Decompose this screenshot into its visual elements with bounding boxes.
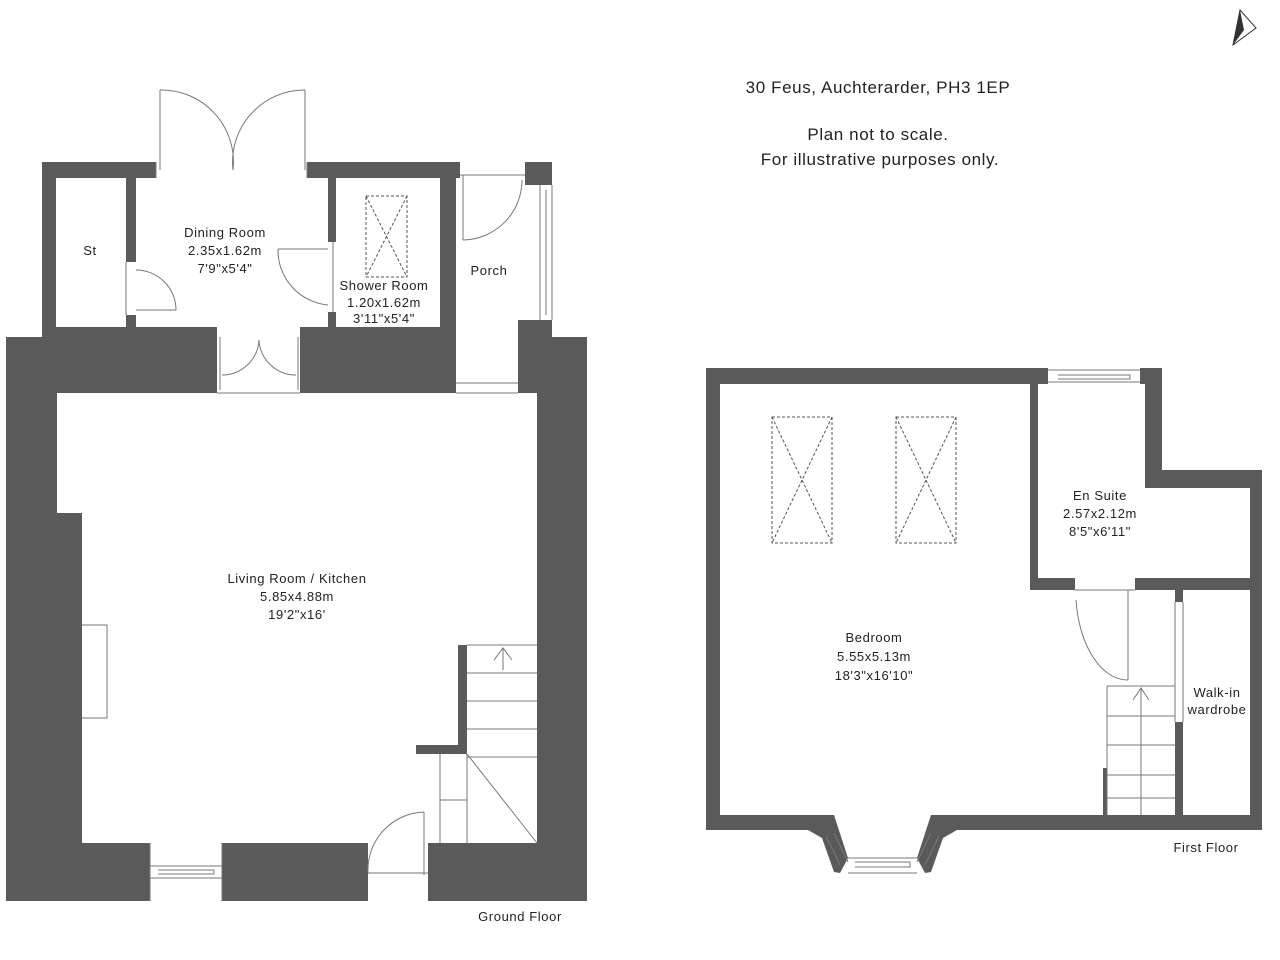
- first-floor-plan: Bedroom 5.55x5.13m 18'3"x16'10" En Suite…: [706, 368, 1262, 874]
- room-dim-shower-imperial: 3'11"x5'4": [353, 311, 415, 326]
- north-arrow-icon: [1232, 8, 1257, 47]
- ground-floor-plan: St Dining Room 2.35x1.62m 7'9"x5'4" Show…: [6, 89, 587, 924]
- room-dim-bedroom-metric: 5.55x5.13m: [837, 649, 911, 664]
- room-dim-ensuite-metric: 2.57x2.12m: [1063, 506, 1137, 521]
- room-label-ensuite: En Suite: [1073, 488, 1127, 503]
- room-dim-dining-imperial: 7'9"x5'4": [197, 261, 252, 276]
- room-label-st: St: [83, 243, 96, 258]
- room-label-porch: Porch: [471, 263, 508, 278]
- room-dim-living-imperial: 19'2"x16': [268, 607, 326, 622]
- floor-title-first: First Floor: [1173, 840, 1238, 855]
- room-label-living: Living Room / Kitchen: [227, 571, 366, 586]
- room-label-wardrobe: wardrobe: [1187, 702, 1247, 717]
- shower-tray: [365, 195, 408, 278]
- disclaimer-line-1: Plan not to scale.: [807, 125, 948, 144]
- room-label-dining: Dining Room: [184, 225, 266, 240]
- address: 30 Feus, Auchterarder, PH3 1EP: [746, 78, 1011, 97]
- floor-title-ground: Ground Floor: [478, 909, 562, 924]
- room-label-bedroom: Bedroom: [846, 630, 903, 645]
- skylight: [895, 416, 957, 544]
- room-dim-shower-metric: 1.20x1.62m: [347, 295, 421, 310]
- room-dim-living-metric: 5.85x4.88m: [260, 589, 334, 604]
- room-label-shower: Shower Room: [340, 278, 429, 293]
- room-dim-ensuite-imperial: 8'5"x6'11": [1069, 524, 1131, 539]
- disclaimer-line-2: For illustrative purposes only.: [761, 150, 999, 169]
- room-label-walkin: Walk-in: [1193, 685, 1240, 700]
- room-dim-bedroom-imperial: 18'3"x16'10": [835, 668, 914, 683]
- skylight: [771, 416, 833, 544]
- room-dim-dining-metric: 2.35x1.62m: [188, 243, 262, 258]
